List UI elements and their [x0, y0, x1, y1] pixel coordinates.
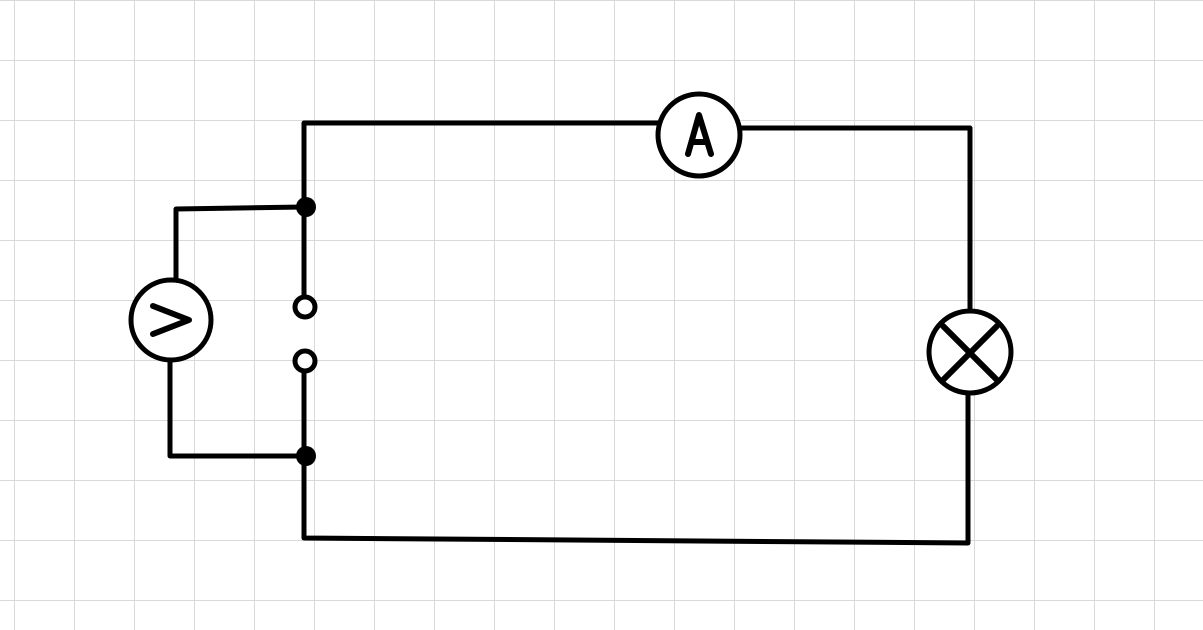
- voltmeter-lead-bottom: [167, 357, 307, 459]
- switch-terminal-upper: [292, 294, 318, 320]
- ammeter-ring: [655, 91, 743, 179]
- junction-node-top: [296, 197, 316, 217]
- switch-terminal-lower: [292, 348, 318, 374]
- voltmeter-lead-top: [173, 204, 307, 285]
- lamp-symbol: [926, 308, 1014, 396]
- lamp-cross: [940, 323, 1000, 383]
- ammeter-letter-a: [685, 112, 714, 157]
- wire-right-bottom: [301, 393, 971, 546]
- voltmeter-letter-v: [150, 303, 192, 337]
- ammeter-symbol: [655, 91, 743, 179]
- wire-top: [301, 120, 661, 210]
- wire-top-right: [737, 125, 973, 311]
- junction-node-bottom: [296, 446, 316, 466]
- voltmeter-symbol: [128, 277, 214, 363]
- voltmeter-ring: [128, 277, 214, 363]
